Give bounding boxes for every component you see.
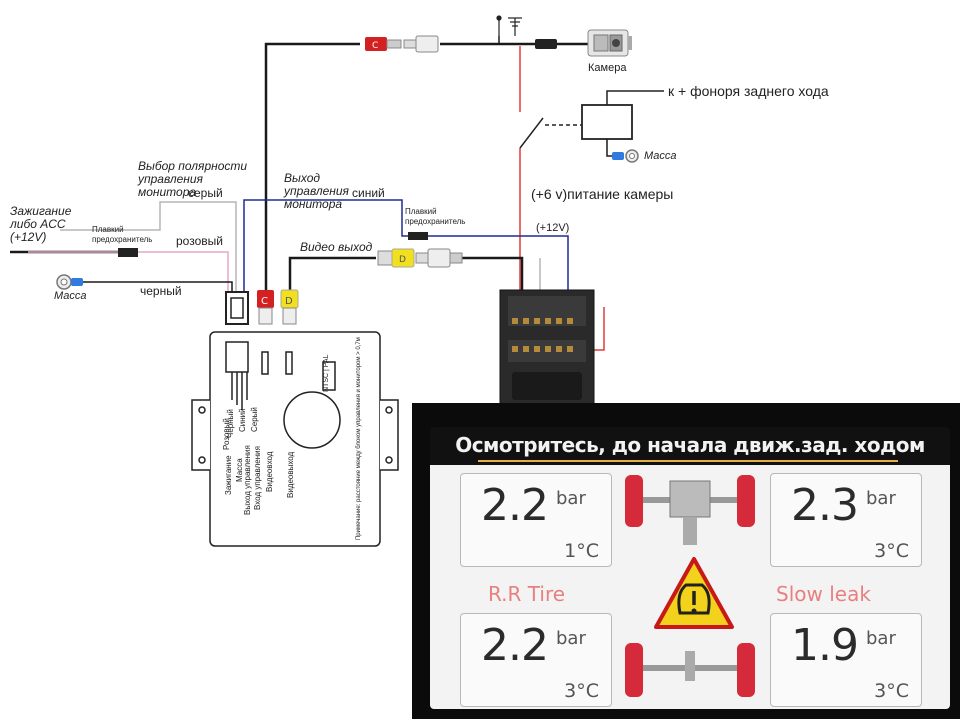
tire-pressure-warning-icon <box>654 557 734 629</box>
monitor-screen: Осмотритесь, до начала движ.зад. ходом 2… <box>430 427 950 709</box>
monitor-display: Осмотритесь, до начала движ.зад. ходом 2… <box>412 403 960 719</box>
svg-text:C: C <box>372 41 378 51</box>
ground-icon <box>496 15 522 36</box>
screen-title: Осмотритесь, до начала движ.зад. ходом <box>455 433 925 457</box>
temperature-value: 1°C <box>564 540 599 562</box>
monitor-control-wire <box>243 199 569 292</box>
polarity-title: Выбор полярности управления монитора <box>138 159 248 199</box>
pressure-value: 2.2 <box>481 620 549 671</box>
tire-tile-front-left: 2.2 bar 1°C <box>460 473 612 567</box>
pink-label: розовый <box>176 234 223 248</box>
pressure-value: 2.2 <box>481 480 549 531</box>
camera-icon <box>587 29 632 57</box>
car-harness-connector <box>499 289 595 406</box>
mod-note: Примечание: расстояние между блоком упра… <box>356 337 362 540</box>
svg-text:C: C <box>261 296 268 307</box>
temperature-value: 3°C <box>564 680 599 702</box>
module-rca-yellow-jack: D <box>280 289 299 325</box>
svg-text:D: D <box>399 255 406 265</box>
ground-terminal-left-icon <box>56 274 83 290</box>
pressure-unit: bar <box>866 488 896 509</box>
mod-label-video-in: Видеовход <box>265 451 274 492</box>
tire-tile-rear-right: 1.9 bar 3°C <box>770 613 922 707</box>
monitor-control-color: синий <box>352 186 385 200</box>
mod-label-in-ctrl: Вход управления <box>253 446 262 510</box>
mod-label-black: Черный <box>226 409 235 438</box>
ground-terminal-right-icon <box>612 149 639 163</box>
video-out-label: Видео выход <box>300 240 373 254</box>
plus12-right-label: (+12V) <box>536 222 570 234</box>
fuse-right-label: Плавкий предохранитель <box>405 207 466 226</box>
pressure-value: 2.3 <box>791 480 859 531</box>
reverse-relay-box <box>581 104 633 140</box>
mass-left-label: Масса <box>54 290 87 302</box>
polarity-wire <box>60 201 237 292</box>
mod-label-out-ctrl: Выход управления <box>243 445 252 515</box>
camera-video-cable <box>264 42 360 290</box>
camera-label: Камера <box>588 62 627 74</box>
module-rca-red-jack: C <box>257 290 274 325</box>
status-right: Slow leak <box>776 582 871 606</box>
black-label: черный <box>140 284 182 298</box>
tire-tile-rear-left: 2.2 bar 3°C <box>460 613 612 707</box>
control-module <box>191 331 399 547</box>
polarity-color: серый <box>188 186 223 200</box>
top-rca-red-connector: C <box>365 37 402 51</box>
mod-label-blue: Синий <box>238 408 247 432</box>
mass-right-label: Масса <box>644 150 677 162</box>
temperature-value: 3°C <box>874 540 909 562</box>
pressure-unit: bar <box>866 628 896 649</box>
video-rca-yellow-connector: D <box>377 248 415 268</box>
status-left: R.R Tire <box>488 582 566 606</box>
top-rca-white-connector <box>403 35 439 53</box>
mod-label-ntsc-pal: NTSC | PAL <box>323 354 330 392</box>
tpms-panel: 2.2 bar 1°C 2.3 bar 3°C 2.2 bar 3°C 1.9 … <box>430 465 950 709</box>
pressure-value: 1.9 <box>791 620 859 671</box>
mod-label-ignition: Зажигание <box>224 455 233 495</box>
pressure-unit: bar <box>556 628 586 649</box>
video-out-cable <box>288 256 376 290</box>
mod-label-video-out: Видеовыход <box>286 451 295 498</box>
mod-label-gray: Серый <box>250 407 259 432</box>
car-chassis-icon <box>625 475 755 697</box>
ignition-label: Зажигание либо ACC (+12V) <box>10 204 72 244</box>
pressure-unit: bar <box>556 488 586 509</box>
video-rca-white-connector <box>415 248 463 268</box>
monitor-control-title: Выход управления монитора <box>284 171 349 211</box>
camera-plug <box>535 39 557 49</box>
camera-power-label: (+6 v)питание камеры <box>531 186 674 202</box>
temperature-value: 3°C <box>874 680 909 702</box>
fuse-left-label: Плавкий предохранитель <box>92 225 153 244</box>
svg-text:D: D <box>285 296 293 307</box>
title-underline <box>478 460 898 462</box>
tire-tile-front-right: 2.3 bar 3°C <box>770 473 922 567</box>
ground-wire-left <box>80 281 233 292</box>
reverse-light-label: к + фоноря заднего хода <box>668 83 829 99</box>
